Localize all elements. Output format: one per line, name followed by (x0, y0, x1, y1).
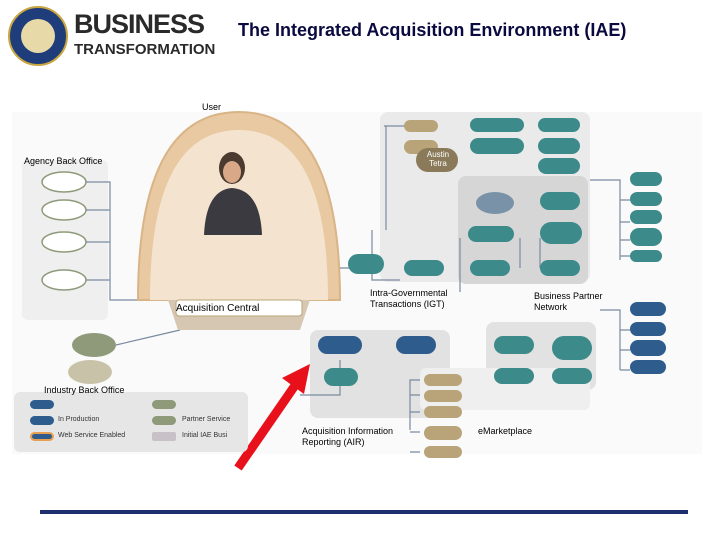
business-partner-network-label: Business Partner Network (534, 291, 603, 312)
legend-web-service-enabled: Web Service Enabled (58, 432, 126, 439)
agency-back-office-label: Agency Back Office (24, 156, 103, 166)
node-pill (470, 260, 510, 276)
node-pill (470, 118, 524, 132)
node-pill (630, 172, 662, 186)
node-pill (552, 368, 592, 384)
legend-swatch (152, 400, 176, 409)
air-label: Acquisition Information Reporting (AIR) (302, 426, 394, 447)
acquisition-central-label: Acquisition Central (176, 303, 260, 314)
legend-swatch (152, 416, 176, 425)
node-pill (630, 250, 662, 262)
node-pill (470, 138, 524, 154)
node-pill (424, 374, 462, 386)
logo-transformation-text: TRANSFORMATION (74, 41, 216, 58)
node-pill (396, 336, 436, 354)
node-pill (538, 138, 580, 154)
node-pill (552, 336, 592, 360)
node-pill (424, 406, 462, 418)
node-pill (540, 222, 582, 244)
austin-tetra-label: Austin Tetra (426, 150, 450, 168)
node-pill (494, 368, 534, 384)
node-pill (630, 302, 666, 316)
industry-back-office-label: Industry Back Office (44, 385, 125, 395)
legend-swatch (30, 432, 54, 441)
node-pill (324, 368, 358, 386)
igt-label: Intra-Governmental Transactions (IGT) (370, 288, 448, 309)
node-pill (538, 158, 580, 174)
legend-swatch (30, 416, 54, 425)
node-pill (424, 390, 462, 402)
legend-initial-iae: Initial IAE Busi (182, 432, 228, 439)
austin-tetra-node (416, 148, 458, 172)
dod-seal-logo (8, 6, 68, 66)
agency-nodes (41, 171, 116, 384)
bottom-divider-bar (40, 510, 688, 514)
node-pill (404, 120, 438, 132)
legend-swatch (152, 432, 176, 441)
legend-swatch (30, 400, 54, 409)
node-pill (540, 260, 580, 276)
node-pill (630, 210, 662, 224)
node-pill (468, 226, 514, 242)
node-pill (424, 446, 462, 458)
legend-in-production: In Production (58, 416, 100, 423)
node-pill (630, 360, 666, 374)
eagle-emblem-icon (21, 19, 55, 53)
emarketplace-label: eMarketplace (478, 426, 533, 436)
node-pill (404, 260, 444, 276)
node-pill (348, 254, 384, 274)
node-pill (630, 340, 666, 356)
node-pill (630, 322, 666, 336)
red-arrow-icon (234, 364, 310, 471)
node-pill (476, 192, 514, 214)
page-title: The Integrated Acquisition Environment (… (238, 20, 627, 40)
logo-business-text: BUSINESS (74, 9, 205, 39)
node-pill (540, 192, 580, 210)
node-pill (318, 336, 362, 354)
node-pill (538, 118, 580, 132)
node-pill (494, 336, 534, 354)
node-pill (424, 426, 462, 440)
legend-partner-service: Partner Service (182, 416, 231, 423)
user-label: User (202, 102, 222, 112)
node-pill (630, 192, 662, 206)
node-pill (630, 228, 662, 246)
